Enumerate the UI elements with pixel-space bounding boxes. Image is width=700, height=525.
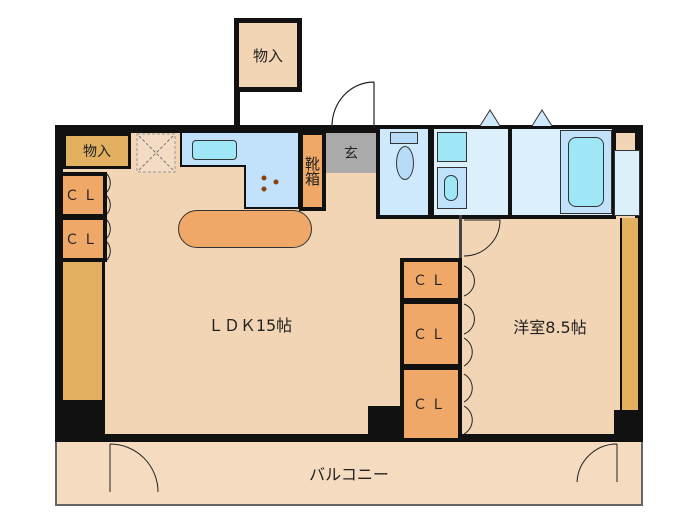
western-room-label: 洋室8.5帖	[513, 318, 587, 337]
balcony-door-icon[interactable]	[575, 442, 620, 484]
balcony-door-icon[interactable]	[108, 442, 163, 494]
column	[368, 406, 404, 442]
shoe-box: 靴箱	[299, 131, 326, 211]
closet-center-3: ＣＬ	[400, 366, 462, 442]
closet-small	[614, 150, 640, 216]
stove-burners-icon	[261, 175, 279, 192]
kitchen-island	[178, 210, 312, 248]
column	[614, 410, 643, 442]
basin-bowl-icon	[444, 175, 458, 201]
ldk-label: ＬＤＫ15帖	[207, 316, 293, 335]
toilet-tank-icon	[390, 132, 418, 144]
closet-center-2: ＣＬ	[400, 300, 462, 368]
closet-left-2: ＣＬ	[59, 216, 107, 262]
room-door-icon[interactable]	[462, 218, 502, 278]
entrance: 玄	[326, 133, 376, 173]
toilet-icon	[396, 146, 414, 180]
closet-left-1: ＣＬ	[59, 172, 107, 218]
storage-left: 物入	[63, 133, 131, 169]
storage-left-wall	[63, 262, 105, 402]
storage-top: 物入	[234, 18, 302, 92]
closet-doors-icon[interactable]	[105, 170, 125, 265]
wall	[234, 60, 240, 130]
storage-right-wall	[620, 218, 638, 410]
entrance-door-icon[interactable]	[330, 80, 378, 130]
washing-machine-icon	[437, 132, 467, 162]
closet-center-1: ＣＬ	[400, 258, 462, 302]
vent-icons	[479, 109, 553, 127]
sink-icon	[192, 140, 237, 160]
closet-doors-icon[interactable]	[462, 262, 486, 440]
column	[55, 400, 105, 442]
stove-counter	[244, 165, 300, 209]
bathtub-basin-icon	[568, 137, 604, 207]
fridge-space-icon	[136, 133, 176, 173]
